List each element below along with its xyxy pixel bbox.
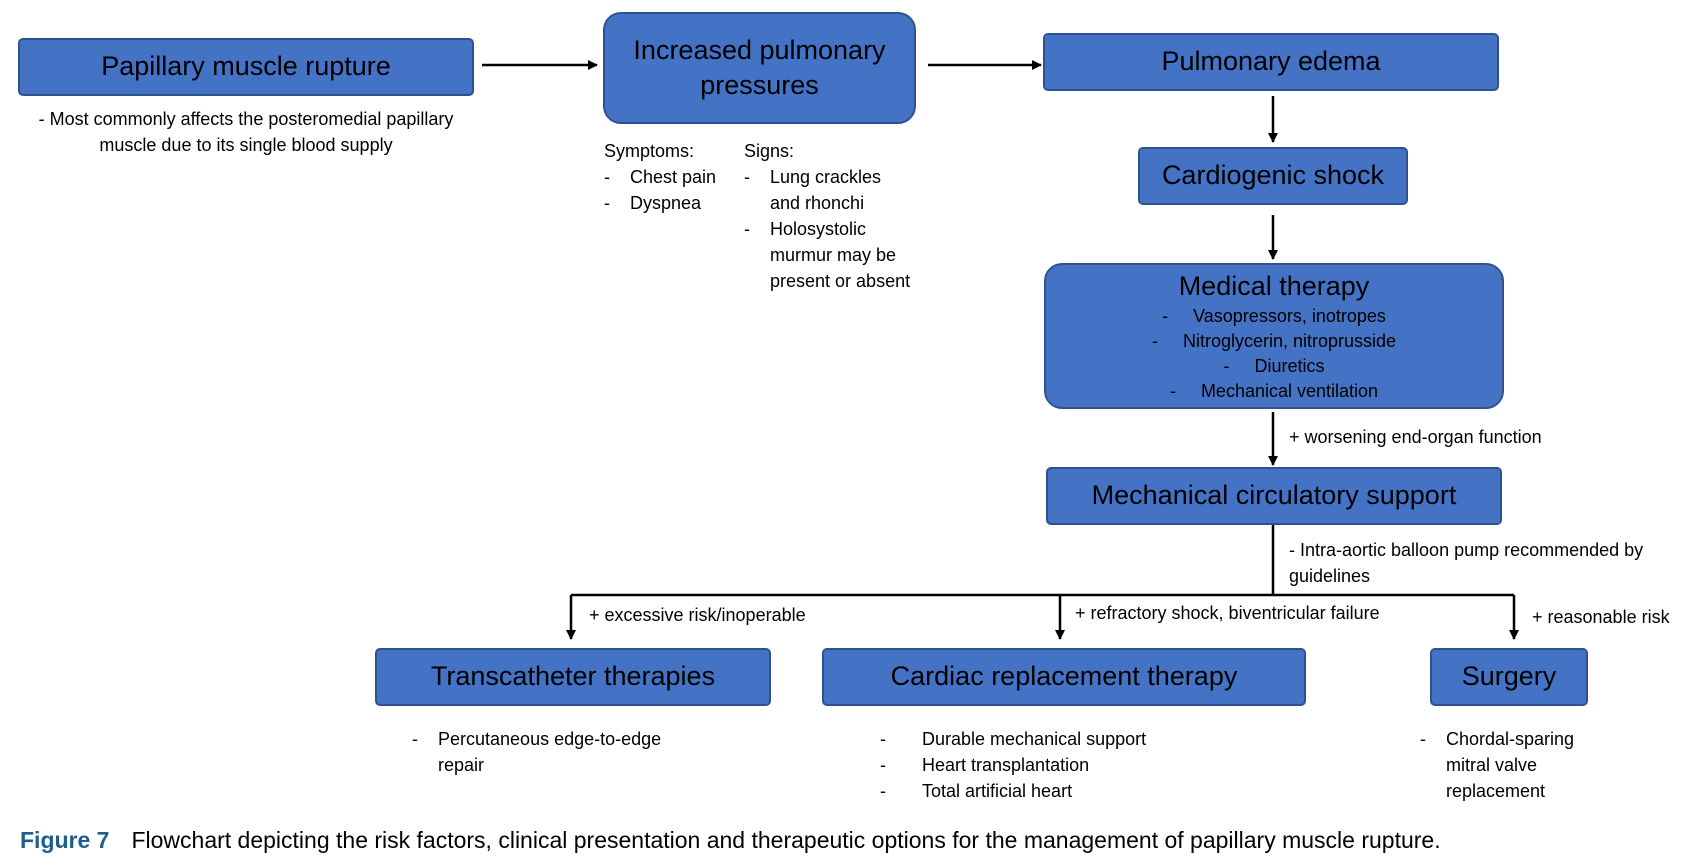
list-item: Total artificial heart [880, 778, 1200, 804]
node-label: Medical therapy [1178, 271, 1370, 301]
figure-label: Figure 7 [20, 827, 110, 853]
list-item: Chordal-sparing mitral valve replacement [1420, 726, 1590, 804]
medical-item: - Mechanical ventilation [1169, 381, 1379, 402]
figure-caption: Figure 7 Flowchart depicting the risk fac… [20, 825, 1441, 855]
edge-label-refractory-shock: + refractory shock, biventricular failur… [1075, 603, 1380, 623]
node-label: Cardiogenic shock [1161, 160, 1385, 191]
list-item: Dyspnea [604, 190, 754, 216]
signs-title: Signs: [744, 141, 795, 161]
medical-item: - Diuretics [1223, 356, 1325, 377]
node-cardiogenic-shock: Cardiogenic shock [1138, 147, 1408, 205]
signs-list: Lung crackles and rhonchi Holosystolic m… [744, 164, 916, 294]
list-item: Heart transplantation [880, 752, 1200, 778]
node-cardiac-replacement-therapy: Cardiac replacement therapy [822, 648, 1306, 706]
edge-label-worsening: + worsening end-organ function [1289, 427, 1542, 447]
list-item: Lung crackles and rhonchi [744, 164, 916, 216]
node-label: Pulmonary edema [1161, 46, 1381, 77]
node-label: Transcatheter therapies [430, 661, 716, 692]
list-item: Holosystolic murmur may be present or ab… [744, 216, 916, 294]
node-surgery: Surgery [1430, 648, 1588, 706]
list-item: Durable mechanical support [880, 726, 1200, 752]
node-transcatheter-therapies: Transcatheter therapies [375, 648, 771, 706]
surgery-options: Chordal-sparing mitral valve replacement [1420, 726, 1590, 804]
medical-item: - Vasopressors, inotropes [1162, 306, 1386, 327]
list-item: Percutaneous edge-to-edge repair [412, 726, 702, 778]
node-label: Increased pulmonary pressures [633, 34, 886, 100]
medical-item: - Nitroglycerin, nitroprusside [1151, 331, 1397, 352]
replacement-options: Durable mechanical support Heart transpl… [880, 726, 1200, 804]
transcatheter-options: Percutaneous edge-to-edge repair [412, 726, 702, 778]
list-item: Chest pain [604, 164, 754, 190]
mcs-note: - Intra-aortic balloon pump recommended … [1289, 540, 1644, 586]
symptoms-title: Symptoms: [604, 141, 695, 161]
edge-label-reasonable-risk: + reasonable risk [1532, 607, 1670, 627]
node-label: Surgery [1461, 661, 1557, 692]
node-pulmonary-edema: Pulmonary edema [1043, 33, 1499, 91]
node-increased-pulmonary-pressures: Increased pulmonary pressures [603, 12, 916, 124]
edge-label-excessive-risk: + excessive risk/inoperable [589, 605, 806, 625]
caption-text: Flowchart depicting the risk factors, cl… [131, 827, 1441, 853]
symptoms-list: Chest pain Dyspnea [604, 164, 754, 216]
node-medical-therapy: Medical therapy - Vasopressors, inotrope… [1044, 263, 1504, 409]
node-label: Cardiac replacement therapy [890, 661, 1238, 692]
node-mechanical-circulatory-support: Mechanical circulatory support [1046, 467, 1502, 525]
papillary-note: - Most commonly affects the posteromedia… [38, 109, 454, 155]
node-papillary-muscle-rupture: Papillary muscle rupture [18, 38, 474, 96]
node-label: Papillary muscle rupture [101, 51, 391, 82]
node-label: Mechanical circulatory support [1091, 480, 1457, 511]
